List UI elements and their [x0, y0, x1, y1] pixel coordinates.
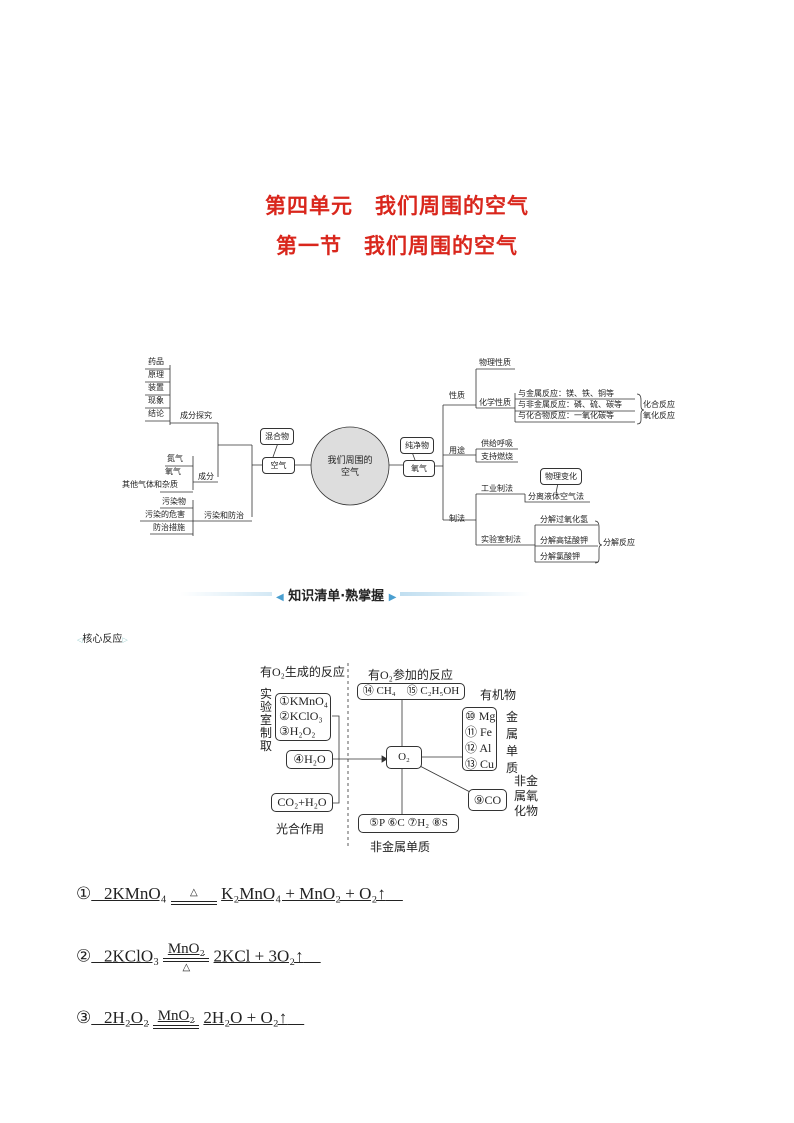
explore-item: 结论: [148, 409, 164, 418]
subheading: ◁核心反应▷: [77, 630, 128, 645]
lab-item: ②KClO₃: [279, 709, 323, 723]
water-box: ④H₂O: [286, 750, 333, 769]
equation-2: ② 2KClO₃ MnO₂ △ 2KCl + 3O₂↑: [76, 942, 321, 973]
pollution-item: 污染的危害: [145, 510, 185, 519]
properties-label: 性质: [449, 391, 465, 400]
oxide-label: 非金属氧化物: [514, 774, 539, 818]
equation-3: ③ 2H₂O₂ MnO₂ 2H₂O + O₂↑: [76, 1008, 304, 1030]
physical-label: 物理性质: [479, 358, 511, 367]
equation-1: ① 2KMnO₄ △ K₂MnO₄ + MnO₂ + O₂↑: [76, 884, 403, 906]
metal-item: ⑫ Al: [465, 741, 492, 755]
organic-label: 有机物: [480, 688, 517, 702]
explore-item: 原理: [148, 370, 164, 379]
cond-top: △: [190, 886, 198, 898]
pollution-item: 污染物: [162, 497, 186, 506]
mixture-tag: 混合物: [260, 428, 294, 445]
eq-number: ①: [76, 884, 92, 903]
oxide-box: ⑨CO: [468, 789, 507, 811]
industrial-label: 工业制法: [481, 484, 513, 493]
metals-box: ⑩ Mg ⑪ Fe ⑫ Al ⑬ Cu: [462, 707, 497, 771]
eq-condition: MnO₂ △: [163, 941, 210, 973]
chem-item: 与金属反应：镁、铁、铜等: [518, 389, 614, 398]
pure-tag: 纯净物: [400, 437, 434, 454]
composition-label: 成分: [198, 472, 214, 481]
chevron-right-icon: ▷: [122, 636, 128, 644]
photosynthesis-label: 光合作用: [276, 822, 325, 836]
eq-condition: MnO₂: [153, 1007, 200, 1030]
photosynthesis-box: CO₂+H₂O: [271, 793, 333, 812]
lab-item: 分解过氧化氢: [540, 515, 588, 524]
cond-top: MnO₂: [167, 941, 205, 957]
explore-item: 装置: [148, 383, 164, 392]
lab-item: ①KMnO₄: [279, 694, 328, 708]
left-title: 有O₂生成的反应: [260, 665, 345, 679]
chemical-label: 化学性质: [479, 398, 511, 407]
oxygen-center-box: O₂: [386, 746, 422, 769]
chem-type: 化合反应: [643, 400, 675, 409]
arrow-left-icon: ◀: [276, 592, 284, 603]
physical-change-tag: 物理变化: [540, 468, 582, 485]
eq-condition: △: [170, 885, 217, 906]
eq-reactants: 2KClO₃: [104, 946, 160, 966]
chem-type: 氧化反应: [643, 411, 675, 420]
center-node: 我们周围的空气: [327, 456, 373, 478]
composition-item: 氮气: [167, 454, 183, 463]
lab-prep-label: 实验室制取: [259, 687, 272, 753]
lab-items-box: ①KMnO₄ ②KClO₃ ③H₂O₂: [275, 693, 331, 741]
composition-item: 氧气: [165, 467, 181, 476]
lab-label: 实验室制法: [481, 535, 521, 544]
composition-item: 其他气体和杂质: [122, 480, 178, 489]
eq-products: 2H₂O + O₂↑: [203, 1008, 288, 1027]
lab-item: 分解高锰酸钾: [540, 536, 588, 545]
metal-item: ⑩ Mg: [465, 709, 496, 723]
organic-box: ⑭ CH₄ ⑮ C₂H₅OH: [357, 683, 465, 700]
explore-item: 药品: [148, 357, 164, 366]
reaction-lines: [332, 663, 471, 847]
lab-type: 分解反应: [603, 538, 635, 547]
explore-label: 成分探究: [180, 411, 212, 420]
unit-title: 第四单元 我们周围的空气: [265, 194, 529, 218]
explore-item: 现象: [148, 396, 164, 405]
nonmetal-label: 非金属单质: [370, 840, 431, 854]
lab-item: ③H₂O₂: [279, 724, 316, 738]
chem-item: 与化合物反应：一氧化碳等: [518, 411, 614, 420]
uses-label: 用途: [449, 446, 465, 455]
eq-reactants: 2H₂O₂: [104, 1008, 149, 1027]
air-node: 空气: [262, 457, 295, 474]
use-item: 供给呼吸: [481, 439, 513, 448]
pollution-item: 防治措施: [153, 523, 185, 532]
banner-title: 知识清单·熟掌握: [288, 589, 385, 604]
eq-number: ②: [76, 946, 92, 966]
subheading-text: 核心反应: [82, 634, 123, 645]
chem-item: 与非金属反应：磷、硫、碳等: [518, 400, 622, 409]
metal-item: ⑬ Cu: [465, 757, 495, 771]
pollution-label: 污染和防治: [204, 511, 244, 520]
cond-bottom: △: [182, 962, 191, 973]
prep-label: 制法: [449, 514, 465, 523]
metal-item: ⑪ Fe: [465, 725, 493, 739]
section-title: 第一节 我们周围的空气: [276, 234, 518, 258]
eq-number: ③: [76, 1008, 92, 1027]
mindmap-lines: [140, 365, 645, 564]
eq-reactants: 2KMnO₄: [104, 884, 167, 903]
cond-top: MnO₂: [157, 1007, 195, 1024]
eq-products: K₂MnO₄ + MnO₂ + O₂↑: [221, 884, 386, 903]
nonmetals-box: ⑤P ⑥C ⑦H₂ ⑧S: [358, 814, 459, 833]
chevron-left-icon: ◁: [77, 636, 83, 644]
use-item: 支持燃烧: [481, 452, 513, 461]
industrial-method: 分离液体空气法: [528, 492, 584, 501]
right-title: 有O₂参加的反应: [368, 668, 453, 682]
oxygen-node: 氧气: [403, 460, 435, 477]
lab-item: 分解氯酸钾: [540, 552, 580, 561]
arrow-right-icon: ▶: [388, 592, 397, 603]
metal-label: 金属单质: [505, 710, 518, 775]
eq-products: 2KCl + 3O₂↑: [213, 946, 304, 966]
banner: ◀ 知识清单·熟掌握 ▶: [272, 585, 401, 604]
